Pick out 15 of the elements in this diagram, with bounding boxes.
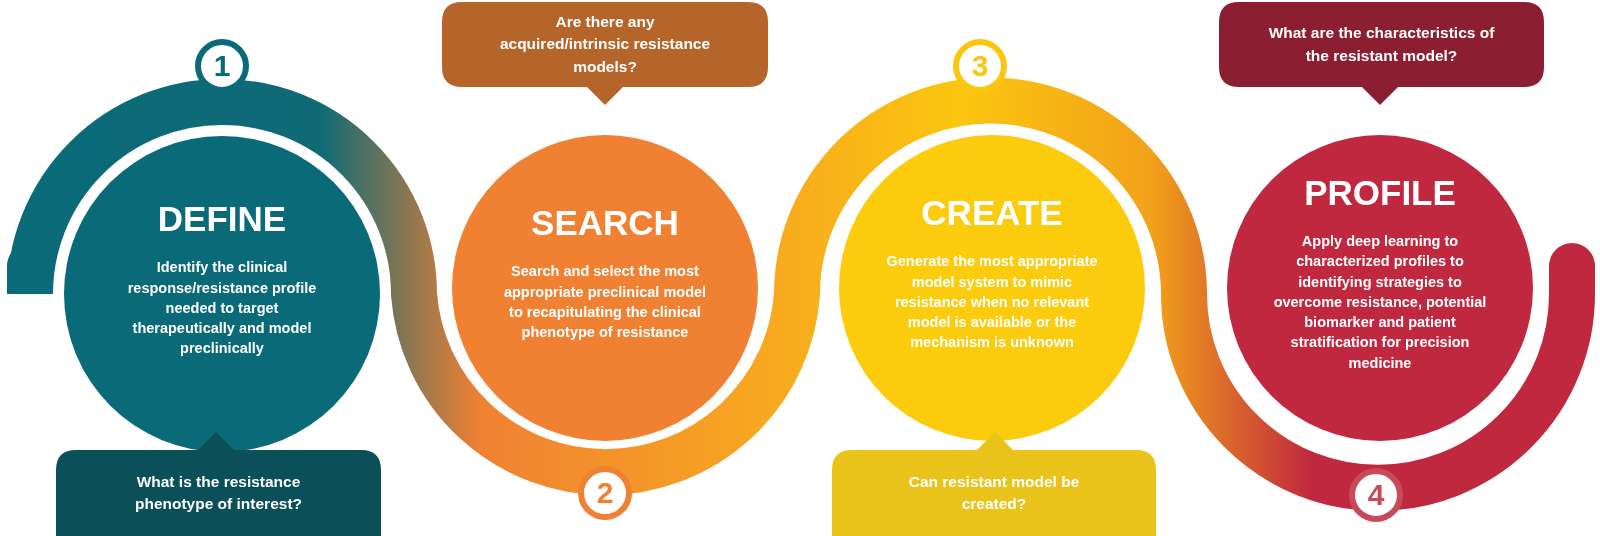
step-title: DEFINE	[157, 199, 287, 240]
question-text: What is the resistance phenotype of interest?	[133, 471, 304, 514]
step-description: Apply deep learning to characterized profiles to identifying strategies to overcome resistance, potential biomarker and patient stratification for precision medicine	[1272, 231, 1488, 373]
step-title: PROFILE	[1304, 172, 1456, 213]
step-number: 3	[953, 39, 1007, 93]
step-description: Identify the clinical response/resistance profile needed to target therapeutically and model preclinically	[126, 258, 318, 359]
question-text: Are there any acquired/intrinsic resistance models?	[498, 11, 712, 77]
question-text: Can resistant model be created?	[907, 471, 1081, 514]
step-title: SEARCH	[531, 203, 679, 244]
step-description: Generate the most appropriate model system to mimic resistance when no relevant model is available or the mechanism is unknown	[885, 252, 1099, 353]
question-text: What are the characteristics of the resistant model?	[1267, 23, 1496, 66]
step-title: CREATE	[921, 193, 1063, 234]
step-number: 2	[578, 466, 632, 520]
step-description: Search and select the most appropriate preclinical model to recapitulating the clinical phenotype of resistance	[502, 262, 708, 343]
step-number: 1	[195, 39, 249, 93]
